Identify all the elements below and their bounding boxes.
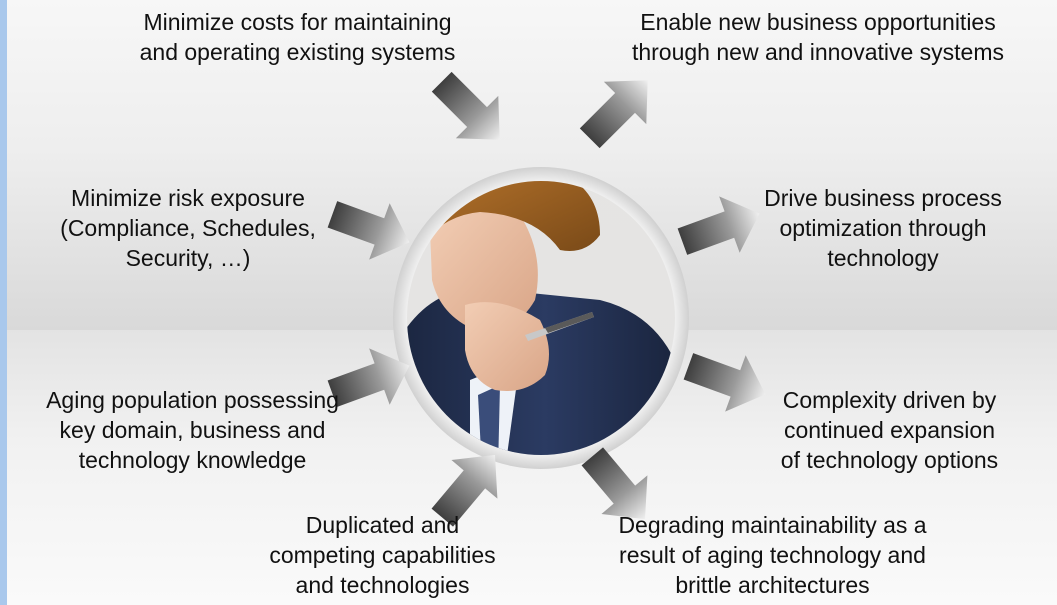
label-line: optimization through <box>779 215 987 241</box>
label-line: Duplicated and <box>305 512 460 538</box>
center-photo <box>393 167 689 469</box>
label-line: Minimize risk exposure <box>71 185 305 211</box>
arrow-mid-left-icon <box>327 201 410 260</box>
label-line: Minimize costs for maintaining <box>143 9 452 35</box>
label-risk-exposure: Minimize risk exposure (Compliance, Sche… <box>38 183 338 273</box>
label-new-opportunities: Enable new business opportunities throug… <box>598 7 1038 67</box>
label-degrading-maintainability: Degrading maintainability as a result of… <box>580 510 965 600</box>
label-line: and technologies <box>295 572 470 598</box>
label-line: and operating existing systems <box>139 39 456 65</box>
label-line: Enable new business opportunities <box>640 9 996 35</box>
label-line: Complexity driven by <box>782 387 997 413</box>
label-line: key domain, business and <box>59 417 326 443</box>
label-minimize-costs: Minimize costs for maintaining and opera… <box>115 7 480 67</box>
arrow-bottom-left-icon <box>431 454 498 527</box>
label-line: Security, …) <box>125 245 251 271</box>
label-line: technology knowledge <box>78 447 307 473</box>
label-line: brittle architectures <box>675 572 870 598</box>
label-line: through new and innovative systems <box>631 39 1005 65</box>
label-line: Aging population possessing <box>46 387 339 413</box>
label-line: Drive business process <box>764 185 1002 211</box>
arrow-top-right-icon <box>579 80 648 149</box>
arrow-mid-right-icon <box>677 196 760 255</box>
label-line: (Compliance, Schedules, <box>60 215 316 241</box>
label-line: competing capabilities <box>269 542 496 568</box>
label-line: of technology options <box>780 447 999 473</box>
label-line: technology <box>827 245 939 271</box>
label-aging-population: Aging population possessing key domain, … <box>25 385 360 475</box>
label-duplicated-capabilities: Duplicated and competing capabilities an… <box>240 510 525 600</box>
arrow-low-left-icon <box>327 348 410 407</box>
arrow-bottom-right-icon <box>581 447 648 520</box>
arrow-low-right-icon <box>683 353 766 412</box>
label-line: result of aging technology and <box>619 542 926 568</box>
label-process-optimization: Drive business process optimization thro… <box>733 183 1033 273</box>
label-line: Degrading maintainability as a <box>618 512 927 538</box>
arrow-top-left-icon <box>431 71 500 140</box>
arrows <box>327 71 766 527</box>
label-line: continued expansion <box>784 417 995 443</box>
label-complexity: Complexity driven by continued expansion… <box>752 385 1027 475</box>
left-accent-rule <box>0 0 7 605</box>
businessman-photo <box>407 181 675 455</box>
